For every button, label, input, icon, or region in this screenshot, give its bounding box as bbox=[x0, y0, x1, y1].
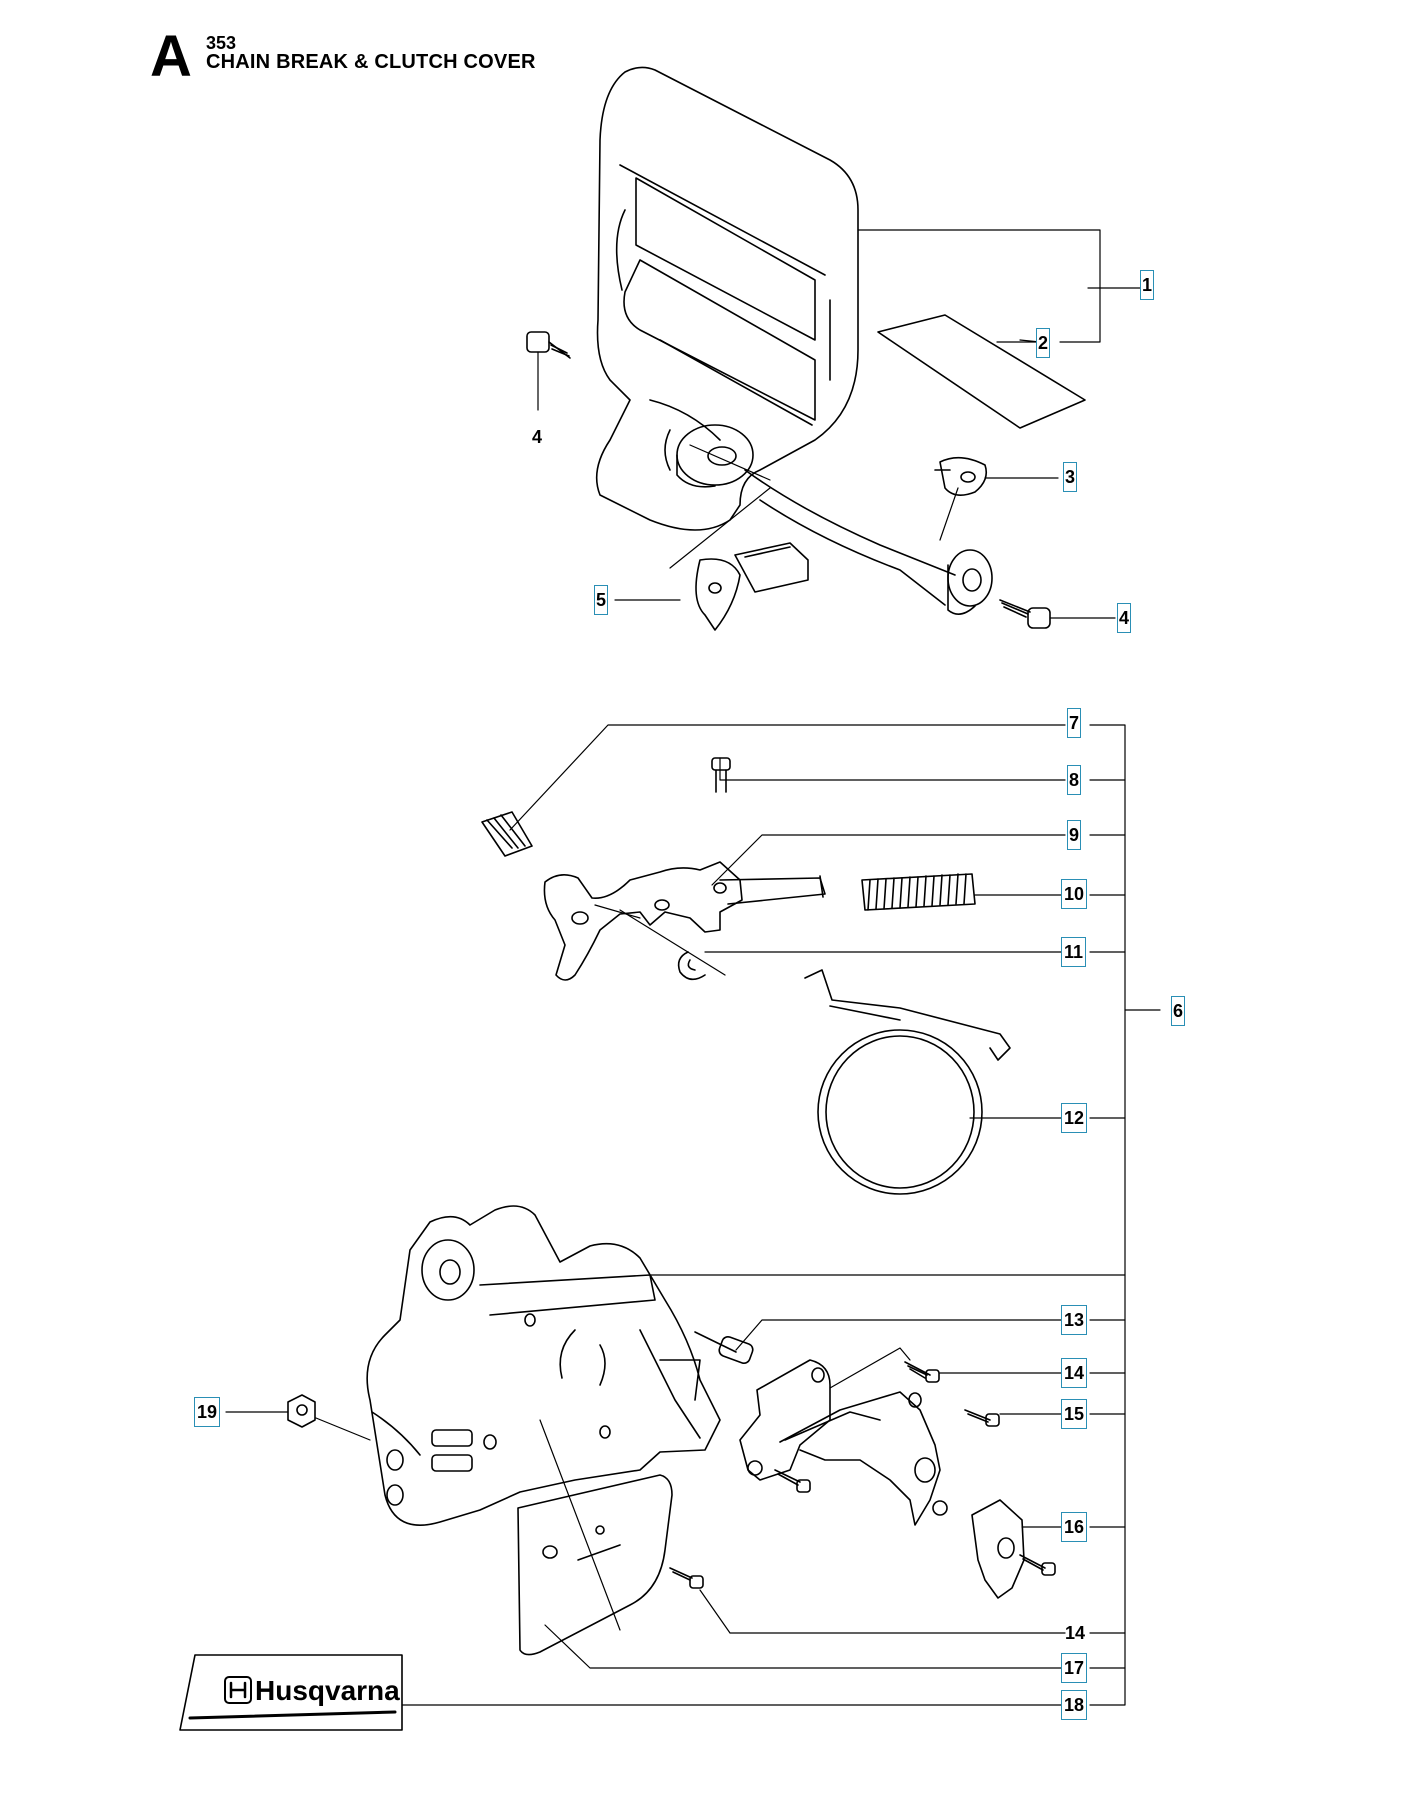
callout-19[interactable]: 19 bbox=[194, 1397, 221, 1427]
callout-16[interactable]: 16 bbox=[1061, 1512, 1088, 1542]
callout-15[interactable]: 15 bbox=[1061, 1399, 1088, 1429]
leader-lines-upper bbox=[537, 229, 1141, 619]
screw-part-14-upper bbox=[904, 1361, 940, 1383]
washer-part-3 bbox=[934, 456, 988, 496]
callout-3[interactable]: 3 bbox=[1063, 462, 1078, 492]
callout-1[interactable]: 1 bbox=[1140, 270, 1155, 300]
callout-14-lower[interactable]: 14 bbox=[1065, 1623, 1086, 1643]
callout-17[interactable]: 17 bbox=[1061, 1653, 1088, 1683]
callout-4-upper[interactable]: 4 bbox=[532, 427, 543, 447]
callout-13[interactable]: 13 bbox=[1061, 1305, 1088, 1335]
brake-lever-part-9 bbox=[543, 861, 826, 981]
callout-9[interactable]: 9 bbox=[1067, 820, 1082, 850]
callout-10[interactable]: 10 bbox=[1061, 879, 1088, 909]
husqvarna-logo-text: Husqvarna bbox=[255, 1675, 400, 1706]
callout-12[interactable]: 12 bbox=[1061, 1103, 1088, 1133]
callout-7[interactable]: 7 bbox=[1067, 708, 1082, 738]
brake-spring-part-5 bbox=[695, 542, 809, 631]
callout-5[interactable]: 5 bbox=[594, 585, 609, 615]
clutch-cover-housing bbox=[366, 1205, 721, 1526]
section-letter: A bbox=[150, 24, 192, 89]
screw-part-4-left bbox=[526, 331, 571, 359]
callout-2[interactable]: 2 bbox=[1036, 328, 1051, 358]
brake-band-part-12 bbox=[804, 969, 1011, 1195]
callout-4-right[interactable]: 4 bbox=[1117, 603, 1132, 633]
screw-part-15-screw bbox=[964, 1409, 1000, 1427]
clip-part-11 bbox=[677, 951, 706, 981]
spring-part-10 bbox=[861, 873, 976, 911]
model-number: 353 bbox=[206, 33, 237, 53]
callout-6[interactable]: 6 bbox=[1171, 996, 1186, 1026]
screw-part-14-lower bbox=[774, 1469, 811, 1493]
decal-sheet-part bbox=[877, 314, 1086, 429]
callout-8[interactable]: 8 bbox=[1067, 765, 1082, 795]
callout-14-upper[interactable]: 14 bbox=[1061, 1358, 1088, 1388]
nut-part-19 bbox=[287, 1394, 316, 1428]
bracket-part-16 bbox=[971, 1499, 1025, 1599]
front-hand-guard-part bbox=[595, 66, 993, 615]
leader-lines-lower bbox=[225, 724, 1161, 1706]
screw-part-16-screw bbox=[1019, 1554, 1056, 1576]
pin-part-13 bbox=[694, 1331, 754, 1364]
screw-part-4-right bbox=[999, 599, 1051, 629]
screw-part-8 bbox=[711, 757, 731, 793]
husqvarna-decal-part-18 bbox=[179, 1654, 403, 1731]
callout-18[interactable]: 18 bbox=[1061, 1690, 1088, 1720]
callout-11[interactable]: 11 bbox=[1061, 937, 1087, 967]
adjuster-part-7 bbox=[481, 811, 533, 857]
bracket-part-15 bbox=[739, 1359, 948, 1526]
screw-part-14-plate bbox=[669, 1567, 704, 1589]
page-title: CHAIN BREAK & CLUTCH COVER bbox=[206, 51, 536, 73]
